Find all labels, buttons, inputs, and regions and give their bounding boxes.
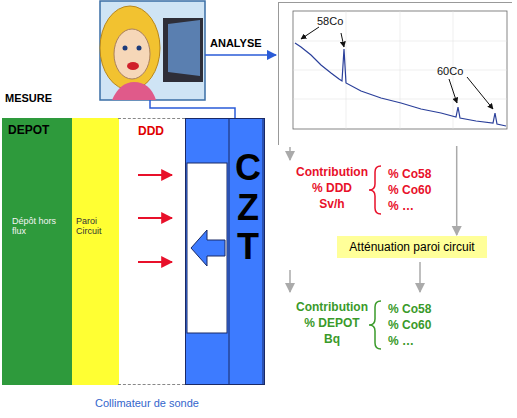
hair (100, 6, 160, 90)
result-heading: Contribution (292, 165, 372, 179)
process-arrow (289, 270, 291, 292)
chart-axes (293, 11, 507, 129)
mouth (127, 62, 139, 70)
result-heading: Contribution (292, 300, 372, 314)
radiation-arrow (138, 217, 172, 219)
collimator-arrow (191, 230, 225, 266)
eye (137, 46, 142, 51)
deposit-layer: DEPOT Dépôt hors flux (2, 118, 72, 385)
measure-wire (150, 100, 235, 118)
spectrum-curve (295, 43, 506, 126)
section-label: ANALYSE (210, 37, 262, 49)
peak-label: 60Co (437, 65, 463, 77)
eye (123, 46, 128, 51)
layer-text: Dépôt hors flux (12, 216, 64, 236)
spectrum-panel: 58Co 60Co (278, 2, 512, 145)
shoulders (112, 82, 156, 100)
isotope-share: % Co58 (388, 167, 431, 181)
probe-detector: C Z T (185, 118, 269, 385)
curly-brace (369, 301, 381, 349)
isotope-share: % Co60 (388, 318, 431, 332)
part-caption: Collimateur de sonde (95, 397, 199, 409)
chart-grid (293, 11, 507, 129)
detector-label: C Z T (230, 148, 266, 267)
chart-background (279, 3, 513, 146)
section-label: MESURE (5, 92, 52, 104)
spectrum-chart (279, 3, 513, 146)
layer-heading: DEPOT (8, 123, 49, 137)
monitor-screen (168, 20, 200, 76)
isotope-share: % Co58 (388, 302, 431, 316)
isotope-share: % … (388, 334, 414, 348)
process-arrow (289, 147, 291, 160)
peak-label: 58Co (317, 15, 343, 27)
radiation-arrows (138, 175, 172, 262)
analysis-arrow (205, 54, 276, 56)
curly-brace (369, 166, 381, 214)
radiation-arrow (138, 261, 172, 263)
deposit-dose-zone: DDD (118, 118, 185, 385)
wall-layer: Paroi Circuit (72, 118, 119, 385)
analyst-illustration (100, 1, 205, 100)
result-text: % DDD (292, 181, 372, 195)
process-text: Atténuation paroi circuit (349, 240, 474, 254)
peak-pointer (449, 79, 457, 103)
peak-pointer (301, 27, 319, 39)
peak-pointer (341, 33, 344, 47)
picture-frame (100, 1, 205, 100)
flow-arrow (456, 145, 458, 235)
result-text: % DEPOT (292, 316, 372, 330)
zone-label: DDD (138, 124, 164, 138)
layer-text: Paroi Circuit (76, 216, 116, 236)
peak-pointer (467, 77, 493, 109)
result-unit: Sv/h (292, 197, 372, 211)
isotope-share: % Co60 (388, 183, 431, 197)
process-arrow (419, 262, 421, 292)
radiation-arrow (138, 174, 172, 176)
isotope-share: % … (388, 199, 414, 213)
process-box: Atténuation paroi circuit (337, 236, 486, 258)
result-unit: Bq (292, 332, 372, 346)
collimator-slot (187, 163, 227, 333)
monitor (163, 18, 203, 82)
face (114, 29, 150, 79)
